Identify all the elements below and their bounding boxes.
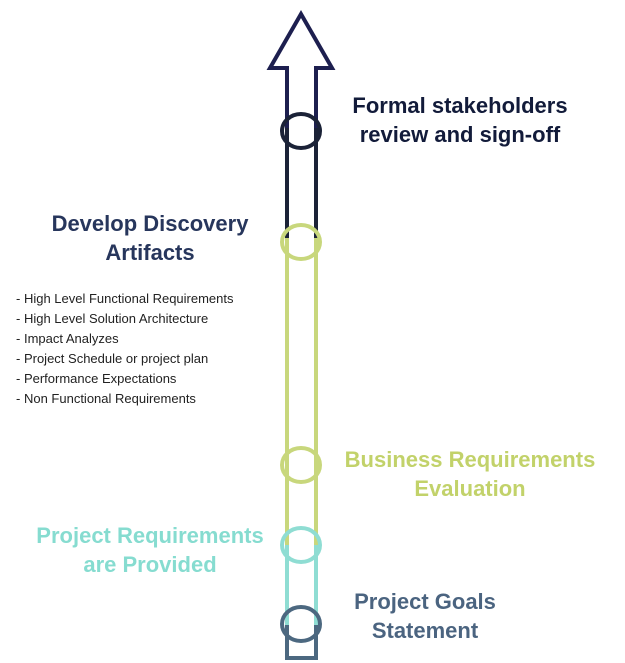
stage-formal-signoff: Formal stakeholders review and sign-off [330,92,590,149]
ring-goals [280,605,322,643]
stage-goals-line2: Statement [371,617,479,643]
stage-project-requirements: Project Requirements are Provided [20,522,280,579]
stage-formal-line2: review and sign-off [359,121,561,147]
list-item: Project Schedule or project plan [16,349,234,369]
stage-project-goals: Project Goals Statement [325,588,525,645]
stage-formal-line1: Formal stakeholders [352,93,568,118]
shaft-base [285,625,318,660]
ring-business [280,446,322,484]
ring-formal [280,112,322,150]
arrow-head [266,9,336,226]
ring-project-req [280,526,322,564]
shaft-dark [285,128,318,238]
ring-discovery [280,223,322,261]
list-item: High Level Solution Architecture [16,309,234,329]
list-item: High Level Functional Requirements [16,289,234,309]
shaft-green [285,238,318,545]
stage-business-requirements: Business Requirements Evaluation [330,446,610,503]
stage-project-req-line1: Project Requirements [36,523,264,548]
stage-discovery-line1: Develop Discovery [51,211,249,236]
stage-project-req-line2: are Provided [83,551,217,577]
list-item: Impact Analyzes [16,329,234,349]
list-item: Performance Expectations [16,369,234,389]
stage-discovery-line2: Artifacts [105,239,195,265]
list-item: Non Functional Requirements [16,389,234,409]
stage-goals-line1: Project Goals [354,589,496,614]
stage-discovery: Develop Discovery Artifacts [20,210,280,267]
discovery-artifacts-list: High Level Functional Requirements High … [16,289,234,409]
stage-business-line1: Business Requirements [344,447,596,472]
stage-business-line2: Evaluation [414,475,526,501]
